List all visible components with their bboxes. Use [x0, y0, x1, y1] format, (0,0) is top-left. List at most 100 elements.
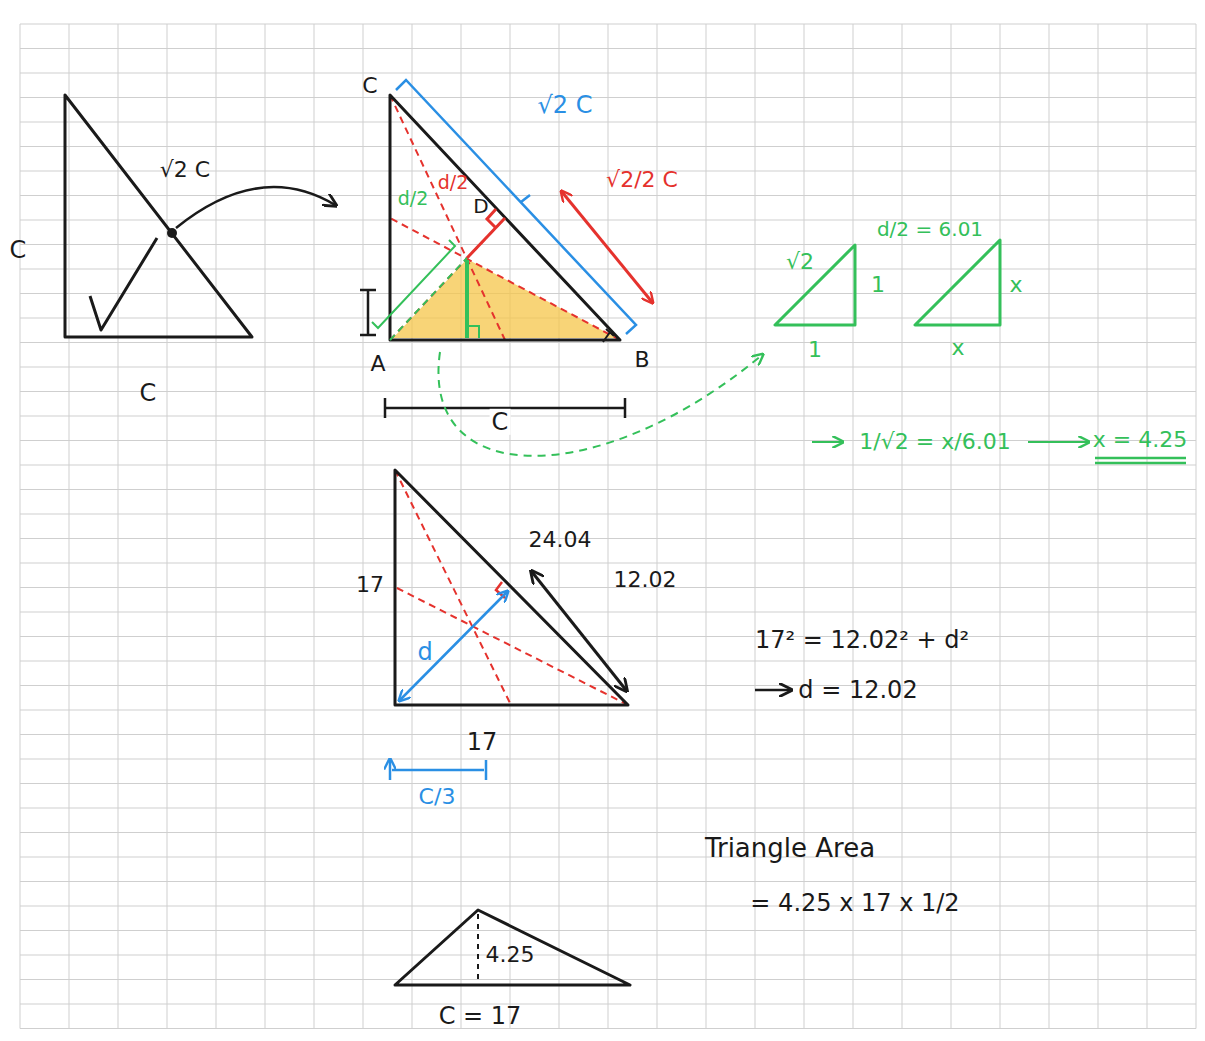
- sketch-label: 1/√2 = x/6.01: [857, 430, 1012, 454]
- graph-grid: [20, 489, 1196, 490]
- equation-arrow: [812, 441, 842, 443]
- triangle-outline: [395, 470, 628, 705]
- sketch-label: Triangle Area: [703, 834, 877, 863]
- median-line: [390, 95, 620, 340]
- graph-grid: [20, 636, 1196, 637]
- graph-grid: [20, 1004, 1196, 1005]
- sketch-label: d/2: [436, 172, 471, 193]
- graph-grid: [951, 24, 952, 1029]
- similar-triangle: [775, 240, 1000, 325]
- triangle-outline: [90, 238, 157, 330]
- graph-grid: [20, 979, 1196, 980]
- sketch-label: x = 4.25: [1091, 428, 1189, 452]
- graph-grid: [706, 24, 707, 1029]
- sketch-label: x: [1007, 273, 1024, 297]
- graph-grid: [20, 440, 1196, 441]
- sketch-label: 17: [465, 729, 500, 755]
- graph-grid: [20, 97, 1196, 98]
- similar-triangle: [775, 245, 855, 325]
- graph-grid: [20, 661, 1196, 662]
- triangle-outline: [395, 470, 628, 705]
- graph-grid: [20, 465, 1196, 466]
- sketch-label: D: [471, 195, 490, 217]
- triangle-outline: [477, 914, 479, 983]
- sketch-label: 1: [869, 273, 887, 297]
- sketch-label: √2 C: [158, 158, 212, 182]
- graph-grid: [20, 416, 1196, 417]
- graph-grid: [804, 24, 805, 1029]
- dimension-arrow: [532, 572, 626, 690]
- sketch-label: 17: [354, 573, 386, 597]
- graph-grid: [20, 244, 1196, 245]
- sketch-label: d/2 = 6.01: [875, 218, 985, 240]
- graph-grid: [363, 24, 364, 1029]
- hypotenuse-bracket: [521, 195, 530, 202]
- dimension-arrow: [400, 592, 507, 700]
- median-line: [395, 470, 628, 705]
- graph-grid: [510, 24, 511, 1029]
- sketch-label: √2 C: [536, 92, 595, 118]
- graph-grid: [755, 24, 756, 1029]
- height-line: [372, 240, 479, 340]
- sketch-label: C: [138, 380, 159, 406]
- sketch-label: C: [360, 74, 379, 98]
- graph-grid: [20, 881, 1196, 882]
- graph-grid: [20, 734, 1196, 735]
- dimension-arrow: [562, 192, 652, 302]
- graph-grid: [559, 24, 560, 1029]
- pointer-arrow: [167, 228, 177, 238]
- sketch-label: 17² = 12.02² + d²: [753, 627, 971, 653]
- sketch-label: B: [632, 348, 651, 372]
- graph-grid: [20, 587, 1196, 588]
- graph-grid: [20, 710, 1196, 711]
- sketch-label: d/2: [396, 188, 431, 209]
- similar-triangle: [915, 240, 1000, 325]
- equation-arrow: [1028, 441, 1088, 443]
- dimension-arrow: [390, 572, 626, 780]
- sketch-label: 4.25: [484, 943, 537, 967]
- graph-grid: [265, 24, 266, 1029]
- pointer-arrow: [176, 187, 335, 228]
- bracket: [603, 329, 614, 342]
- graph-grid: [314, 24, 315, 1029]
- graph-grid: [20, 563, 1196, 564]
- triangle-outline: [65, 95, 252, 337]
- sketch-label: A: [368, 352, 387, 376]
- sketch-label: C: [490, 409, 511, 435]
- graph-grid: [20, 1028, 1196, 1029]
- sketch-label: d: [415, 639, 434, 665]
- graph-grid: [20, 391, 1196, 392]
- sketch-label: C = 17: [437, 1003, 524, 1029]
- shaded-region: [393, 259, 617, 338]
- graph-grid: [20, 538, 1196, 539]
- graph-grid: [20, 367, 1196, 368]
- graph-grid: [20, 342, 1196, 343]
- sketch-label: = 4.25 x 17 x 1/2: [748, 890, 961, 916]
- graph-grid: [20, 857, 1196, 858]
- graph-grid: [853, 24, 854, 1029]
- equation-arrow: [755, 689, 790, 692]
- sketch-label: 24.04: [527, 528, 594, 552]
- hypotenuse-bracket: [396, 80, 636, 334]
- graph-grid: [1049, 24, 1050, 1029]
- graph-grid: [20, 146, 1196, 147]
- graph-grid: [20, 906, 1196, 907]
- graph-grid: [20, 318, 1196, 319]
- graph-grid: [902, 24, 903, 1029]
- graph-grid: [20, 612, 1196, 613]
- triangle-outline: [395, 910, 630, 985]
- graph-grid: [20, 73, 1196, 74]
- graph-grid: [412, 24, 413, 1029]
- height-line: [467, 326, 479, 338]
- graph-grid: [1000, 24, 1001, 1029]
- triangle-outline: [390, 95, 620, 340]
- graph-grid: [20, 122, 1196, 123]
- median-line: [395, 470, 511, 705]
- median-line: [395, 587, 628, 705]
- bracket: [360, 290, 376, 335]
- graph-grid: [20, 24, 21, 1029]
- graph-grid: [20, 832, 1196, 833]
- graph-grid: [20, 514, 1196, 515]
- graph-grid: [1098, 24, 1099, 1029]
